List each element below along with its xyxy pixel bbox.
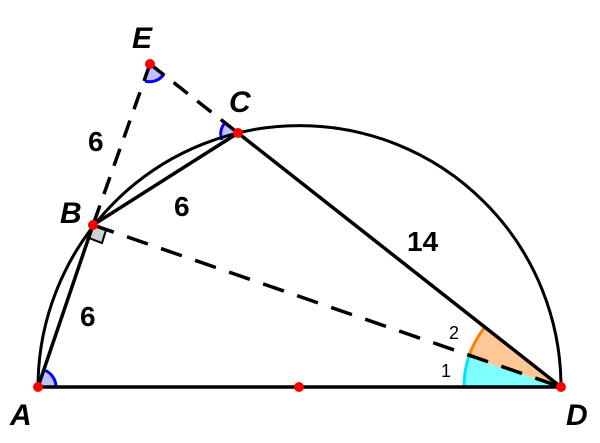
point-a: [33, 382, 43, 392]
segment-bc: [92, 131, 239, 227]
point-e: [145, 59, 155, 69]
length-bc: 6: [174, 191, 190, 222]
label-e: E: [132, 22, 153, 55]
label-b: B: [60, 197, 82, 230]
length-ab: 6: [80, 301, 96, 332]
segment-cd: [236, 131, 563, 389]
label-c: C: [229, 86, 252, 119]
label-d: D: [566, 399, 588, 432]
angle-2-sector: [468, 327, 561, 387]
segment-bd-dashed: [92, 223, 562, 389]
angle-c-arc: [219, 123, 226, 141]
semicircle-arc: [36, 124, 563, 388]
label-a: A: [9, 399, 32, 432]
angle-label-1: 1: [441, 361, 451, 381]
point-b: [88, 220, 98, 230]
length-eb: 6: [88, 126, 104, 157]
length-cd: 14: [407, 226, 439, 257]
segment-ab: [36, 224, 95, 388]
angle-label-2: 2: [449, 323, 459, 343]
point-d: [556, 382, 566, 392]
point-o-center: [294, 382, 304, 392]
segment-ec-dashed: [148, 62, 240, 135]
point-c: [233, 128, 243, 138]
